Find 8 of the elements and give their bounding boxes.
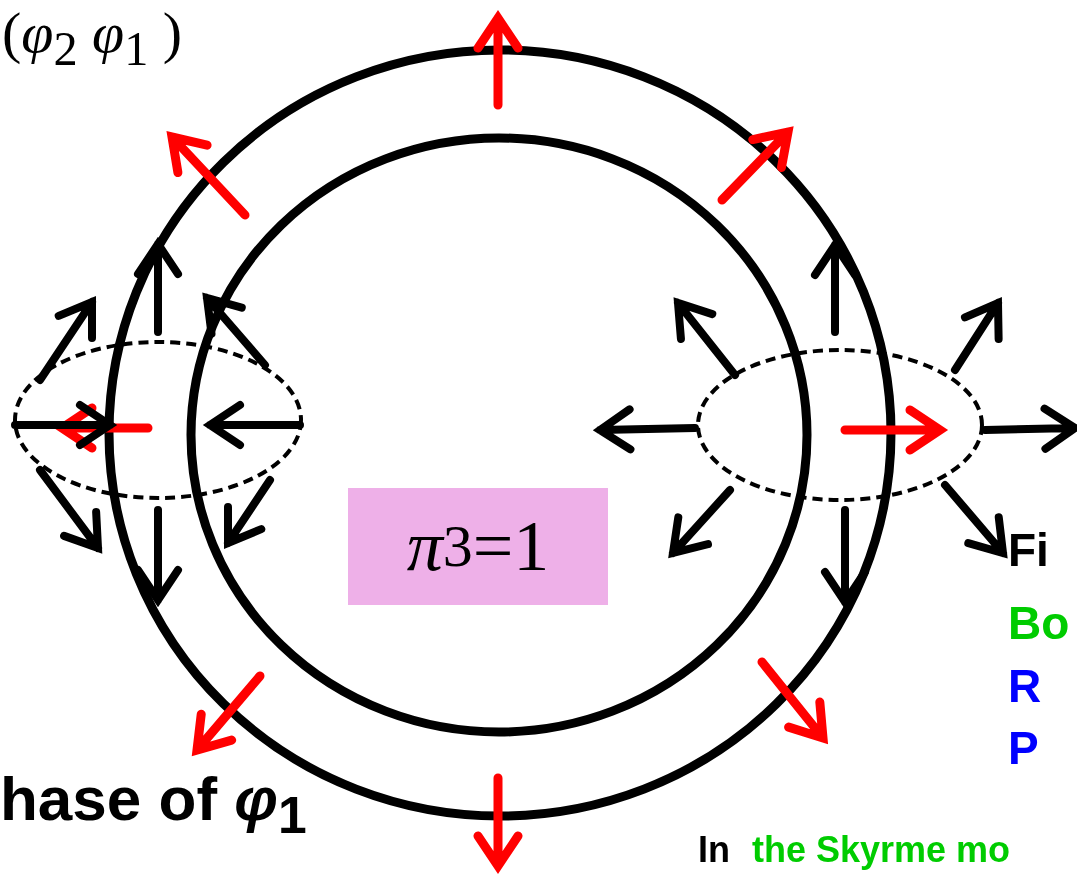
legend-text: Fi: [1008, 527, 1049, 573]
legend-text: P: [1008, 725, 1039, 771]
formula-text: (φ$_{2}$ φ$_{1}$ ): [2, 4, 183, 73]
note-text: In: [698, 832, 730, 868]
note-text: the Skyrme mo: [752, 832, 1011, 868]
legend-text: R: [1008, 663, 1042, 709]
legend-text: Bo: [1008, 600, 1070, 646]
axis-caption: hase of φ$_{1}$: [0, 768, 307, 843]
